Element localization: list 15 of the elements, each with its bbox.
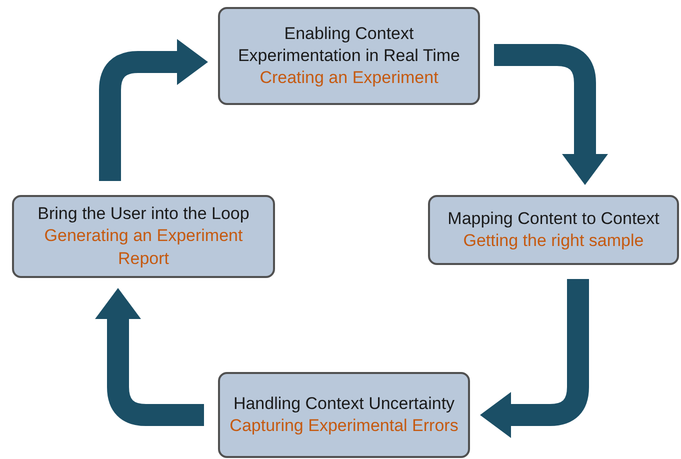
box-heading: Bring the User into the Loop [38, 203, 250, 226]
box-subtitle: Creating an Experiment [260, 67, 438, 90]
box-subtitle: Capturing Experimental Errors [230, 415, 458, 437]
process-box [428, 195, 679, 265]
curved-arrow [99, 39, 208, 181]
process-box [12, 195, 275, 278]
process-box [218, 372, 470, 458]
box-subtitle: Getting the right sample [463, 230, 644, 252]
curved-arrow [480, 279, 589, 438]
process-box [218, 7, 480, 105]
curved-arrow [494, 44, 608, 185]
box-heading: Enabling Context Experimentation in Real Time [236, 22, 462, 67]
box-heading: Handling Context Uncertainty [233, 392, 455, 415]
box-heading: Mapping Content to Context [448, 208, 660, 230]
box-subtitle: Generating an Experiment Report [43, 225, 244, 270]
